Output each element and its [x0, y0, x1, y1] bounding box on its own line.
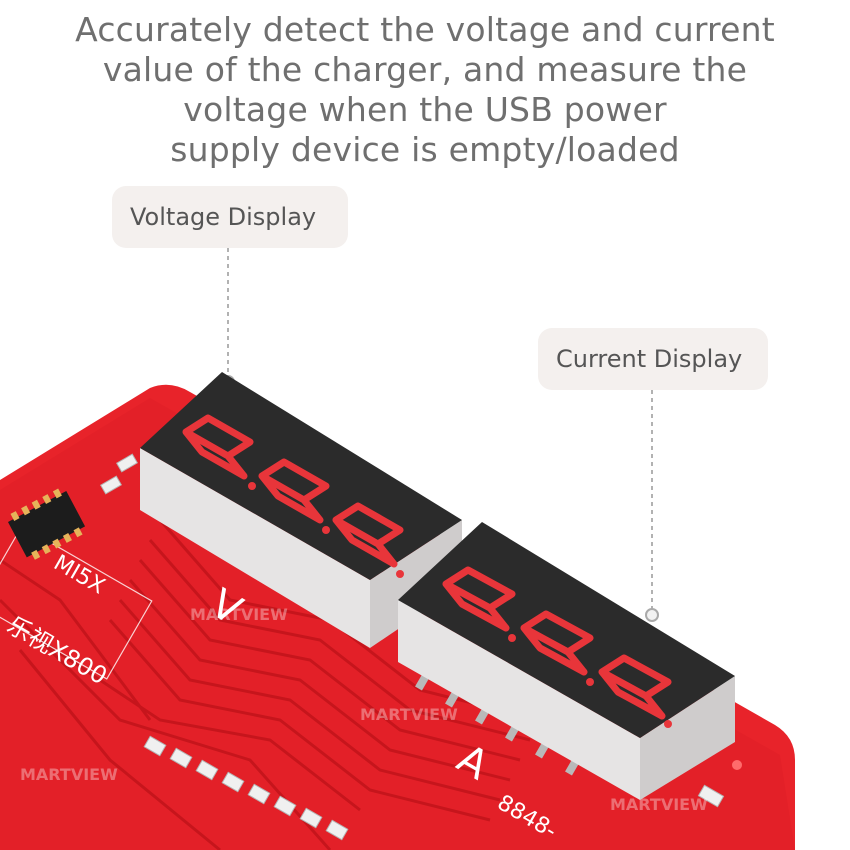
voltage-display-callout: Voltage Display [112, 186, 348, 248]
watermark-2: MARTVIEW [190, 605, 288, 624]
watermark-3: MARTVIEW [360, 705, 458, 724]
current-display-label: Current Display [556, 345, 743, 373]
headline-line-4: supply device is empty/loaded [170, 130, 680, 169]
headline-line-1: Accurately detect the voltage and curren… [75, 10, 775, 49]
indicator-led [732, 760, 742, 770]
smd-resistors [100, 453, 725, 841]
current-leader-dot [645, 608, 659, 622]
ic-chip [8, 488, 86, 560]
headline-line-2: value of the charger, and measure the [102, 50, 748, 89]
current-display-callout: Current Display [538, 328, 768, 390]
headline: Accurately detect the voltage and curren… [0, 10, 850, 170]
current-display [398, 522, 735, 800]
headline-line-3: voltage when the USB power [183, 90, 667, 129]
voltage-digits [182, 414, 404, 578]
current-digits [442, 566, 672, 728]
voltage-display [140, 372, 462, 648]
watermark-5: MARTVIEW [610, 795, 708, 814]
voltage-display-label: Voltage Display [130, 203, 317, 231]
watermark-4: MARTVIEW [20, 765, 118, 784]
